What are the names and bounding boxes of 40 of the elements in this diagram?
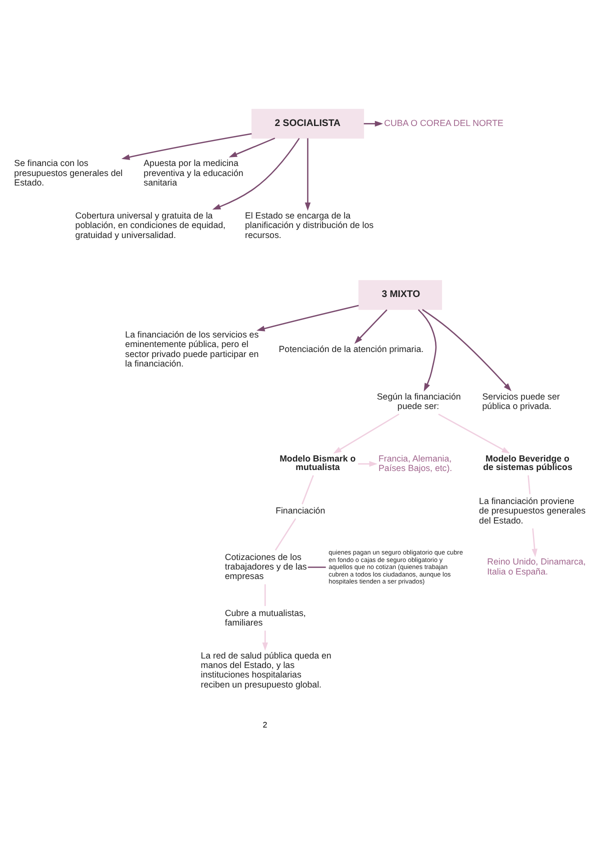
arrow <box>121 132 252 160</box>
node-text: Francia, Alemania, Países Bajos, etc). <box>378 452 452 472</box>
arrow <box>304 138 311 210</box>
node-text: La red de salud pública queda en manos del Estado, y las instituciones hospitalarias reciben un presupuesto global. <box>200 650 332 689</box>
arrow <box>354 308 388 344</box>
arrow <box>256 304 359 331</box>
node-text: La financiación proviene de presupuestos generales del Estado. <box>479 495 586 525</box>
node-text: La financiación de los servicios es eminentemente pública, pero el sector privado puede participar en la financiación. <box>125 328 259 368</box>
node-text: Reino Unido, Dinamarca, Italia o España. <box>487 556 586 576</box>
arrow <box>418 308 437 391</box>
arrow <box>438 413 510 454</box>
node-text: Potenciación de la atención primaria. <box>278 343 424 354</box>
connector <box>528 474 531 494</box>
node-text: Apuesta por la medicina preventiva y la educación sanitaria <box>144 158 244 187</box>
node-text: Modelo Bismark o mutualista <box>280 452 356 472</box>
connector <box>302 474 314 504</box>
node-text: Servicios puede ser pública o privada. <box>482 390 560 411</box>
arrow <box>262 630 268 650</box>
arrow <box>212 137 300 210</box>
arrow <box>358 460 378 466</box>
node-text: El Estado se encarga de la planificación y distribución de los recursos. <box>245 210 374 240</box>
node-text: Cotizaciones de los trabajadores y de las empresas <box>224 551 307 581</box>
arrow <box>532 528 538 557</box>
arrow <box>364 120 384 126</box>
arrow <box>228 137 276 157</box>
node-text: Financiación <box>276 505 326 516</box>
node-text: Se financia con los presupuestos generales del Estado. <box>14 158 123 187</box>
arrow <box>333 413 400 454</box>
connector <box>264 584 266 606</box>
node-box: 2 SOCIALISTA <box>251 108 364 138</box>
label: 2 <box>262 720 268 729</box>
connector <box>308 566 326 568</box>
connector <box>274 518 296 550</box>
node-text: Según la financiación puede ser: <box>376 390 461 411</box>
arrow <box>422 308 512 391</box>
node-text: Cobertura universal y gratuita de la población, en condiciones de equidad, gratuidad y universalidad. <box>75 210 226 240</box>
node-text: Cubre a mutualistas, familiares <box>224 607 306 627</box>
node-text: Modelo Beveridge o de sistemas públicos <box>483 452 572 472</box>
node-box: 3 MIXTO <box>358 280 442 310</box>
node-text: CUBA O COREA DEL NORTE <box>384 117 504 128</box>
